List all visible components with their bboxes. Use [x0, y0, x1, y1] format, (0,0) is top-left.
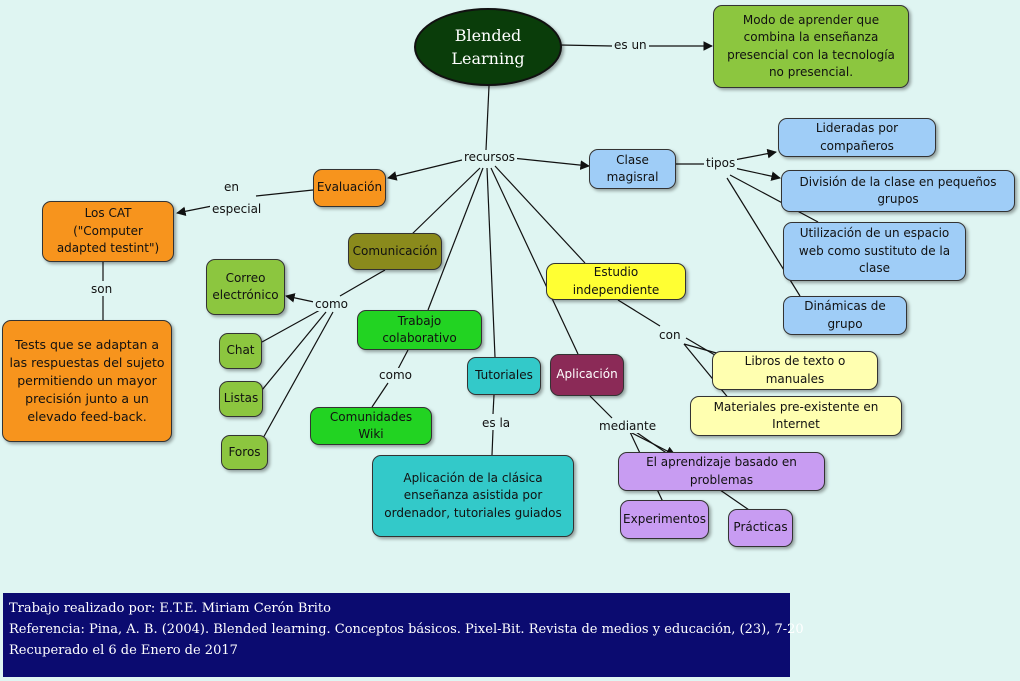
link-como-trabajo: como	[377, 368, 414, 383]
libros-node: Libros de texto o manuales	[712, 351, 878, 390]
link-es-un: es un	[612, 38, 649, 53]
experimentos-node: Experimentos	[620, 500, 709, 539]
link-especial: especial	[210, 202, 264, 217]
espacio-node: Utilización de un espacio web como susti…	[783, 222, 966, 281]
lideradas-node: Lideradas por compañeros	[778, 118, 936, 157]
aplicacion-node: Aplicación	[550, 354, 624, 396]
line-com-como	[339, 269, 386, 297]
arrow-correo	[285, 293, 315, 303]
link-es-la: es la	[480, 416, 513, 431]
line-como-wiki	[371, 382, 389, 408]
link-tipos: tipos	[704, 156, 738, 171]
link-como-comunicacion: como	[313, 297, 350, 312]
link-son: son	[89, 282, 115, 297]
line-materiales	[683, 343, 731, 401]
line-apl-mediante	[589, 395, 613, 419]
link-mediante: mediante	[597, 419, 659, 434]
footer-author: Trabajo realizado por: E.T.E. Miriam Cer…	[9, 601, 331, 616]
arrow-cat	[176, 205, 213, 217]
footer-retrieved: Recuperado el 6 de Enero de 2017	[9, 642, 238, 658]
line-chat	[261, 309, 321, 343]
abp-node: El aprendizaje basado en problemas	[618, 452, 825, 491]
arrow-division	[733, 167, 781, 181]
line-foros	[261, 311, 334, 441]
clase-node: Clase magisral	[589, 149, 676, 189]
foros-node: Foros	[221, 435, 268, 470]
listas-node: Listas	[219, 381, 263, 417]
cat-node: Los CAT ("Computer adapted testint")	[42, 201, 174, 262]
line-trabajo	[427, 167, 484, 311]
materiales-node: Materiales pre-existente en Internet	[690, 396, 902, 436]
main-concept: Blended Learning	[414, 8, 562, 86]
division-node: División de la clase en pequeños grupos	[781, 170, 1015, 212]
line-espacio	[729, 174, 819, 223]
line-listas	[261, 311, 327, 391]
estudio-node: Estudio independiente	[546, 263, 686, 300]
line-esla-desc	[491, 429, 494, 456]
footer-reference: Referencia: Pina, A. B. (2004). Blended …	[9, 621, 804, 637]
line-main-recursos	[485, 85, 490, 151]
line-tut-esla	[492, 394, 495, 415]
line-estudio	[494, 165, 586, 264]
line-eval-enespecial	[255, 189, 314, 197]
arrow-lideradas	[733, 148, 777, 161]
line-comunicacion	[409, 167, 481, 237]
arrow-evaluacion	[387, 159, 463, 181]
definition-node: Modo de aprender que combina la enseñanz…	[713, 5, 909, 88]
tutoriales-node: Tutoriales	[467, 357, 541, 395]
arrow-clase	[511, 157, 590, 170]
link-recursos: recursos	[462, 150, 518, 165]
dinamicas-node: Dinámicas de grupo	[783, 296, 907, 335]
tutoriales-desc-node: Aplicación de la clásica enseñanza asist…	[372, 455, 574, 537]
line-aplicacion	[490, 167, 579, 355]
link-en: en	[222, 180, 241, 195]
chat-node: Chat	[219, 333, 262, 369]
tests-node: Tests que se adaptan a las respuestas de…	[2, 320, 172, 442]
line-main-esun	[559, 44, 613, 47]
evaluacion-node: Evaluación	[313, 169, 386, 207]
line-trabajo-como	[397, 349, 409, 370]
line-tutoriales	[486, 167, 496, 358]
line-estudio-con	[617, 299, 661, 327]
wiki-node: Comunidades Wiki	[310, 407, 432, 445]
trabajo-node: Trabajo colaborativo	[357, 310, 482, 350]
link-con: con	[657, 328, 683, 343]
practicas-node: Prácticas	[728, 509, 793, 547]
correo-node: Correo electrónico	[206, 259, 285, 315]
comunicacion-node: Comunicación	[348, 233, 442, 270]
credits-footer: Trabajo realizado por: E.T.E. Miriam Cer…	[3, 593, 804, 677]
